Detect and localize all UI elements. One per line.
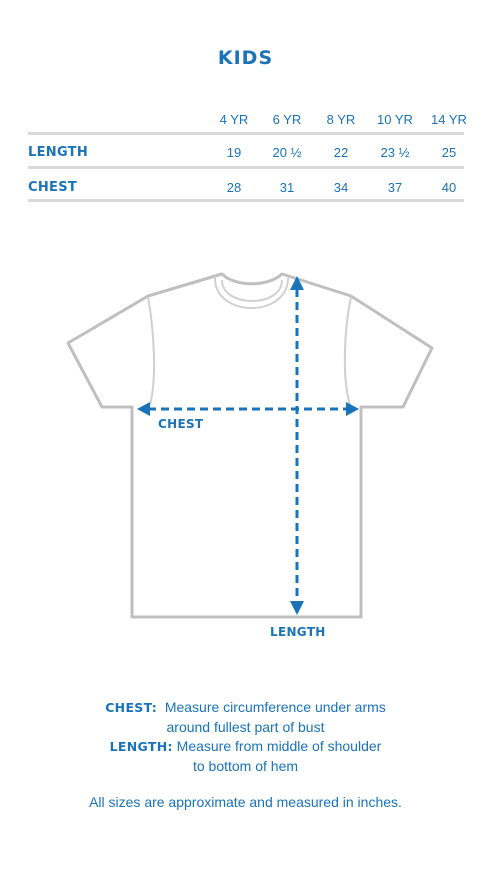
table-cell: 34 [333,180,349,195]
table-cell: 19 [226,145,242,160]
table-rule [28,199,464,202]
table-cell: 22 [333,145,349,160]
measurement-notes: CHEST: Measure circumference under arms … [0,698,491,776]
table-cell: 40 [441,180,457,195]
row-label-length: LENGTH [28,145,89,160]
collar [214,277,289,309]
chest-label: CHEST [158,417,204,431]
table-cell: 25 [441,145,457,160]
table-cell: 28 [226,180,242,195]
table-rule [28,132,464,135]
table-cell: 23 ½ [380,145,410,160]
table-cell: 37 [387,180,403,195]
length-label: LENGTH [270,625,326,639]
chest-note-line1: Measure circumference under arms [164,699,386,715]
column-header: 14 YR [431,112,467,127]
tshirt-outline [66,272,434,619]
column-header: 10 YR [377,112,413,127]
chest-arrow-right [346,402,359,416]
page-title: KIDS [217,47,274,69]
length-arrow-bottom [290,601,304,615]
length-arrow-top [290,276,304,290]
length-term: LENGTH: [109,739,173,754]
left-sleeve-seam [147,296,156,406]
right-sleeve-seam [343,296,352,406]
chest-term: CHEST: [105,700,158,715]
footer-note: All sizes are approximate and measured i… [89,794,402,810]
row-label-chest: CHEST [28,180,78,195]
column-header: 6 YR [272,112,302,127]
chest-note-line2: around fullest part of bust [166,718,325,735]
column-header: 8 YR [326,112,356,127]
table-cell: 20 ½ [272,145,302,160]
collar-inner [221,279,283,302]
length-note-line2: to bottom of hem [192,757,299,774]
table-cell: 31 [279,180,295,195]
tshirt-diagram [66,272,434,619]
length-note-line1: Measure from middle of shoulder [176,738,382,754]
table-rule [28,166,464,169]
chest-arrow-left [137,402,150,416]
column-header: 4 YR [219,112,249,127]
